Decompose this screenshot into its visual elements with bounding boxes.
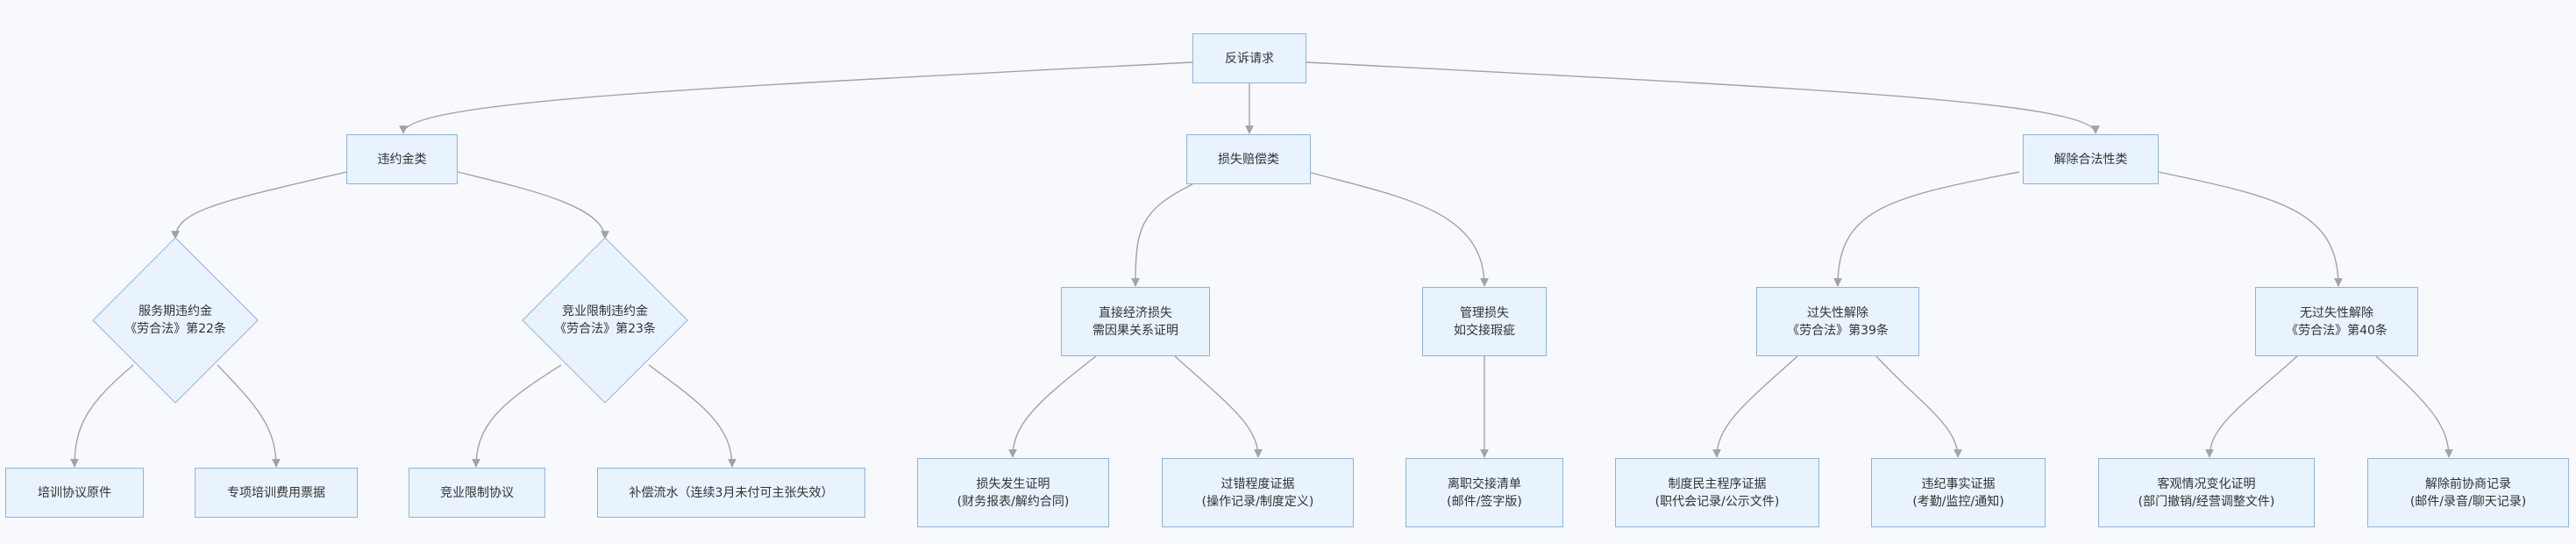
edge-root-penalty <box>399 61 1193 134</box>
node-negotiate: 解除前协商记录 (邮件/录音/聊天记录) <box>2367 458 2569 527</box>
node-discipline-line2: (考勤/监控/通知) <box>1912 494 2004 509</box>
node-negotiate-line2: (邮件/录音/聊天记录) <box>2409 494 2527 509</box>
node-noncompete-line1: 竞业限制违约金 <box>562 304 648 319</box>
node-comp-flow-label: 补偿流水（连续3月未付可主张失效） <box>629 485 834 500</box>
node-demo-line1: 制度民主程序证据 <box>1668 476 1767 491</box>
node-penalty: 违约金类 <box>346 134 458 184</box>
node-train-bill-label: 专项培训费用票据 <box>227 485 325 500</box>
edge-nofault-negotiate <box>2375 355 2453 458</box>
edge-fault-discipline <box>1875 355 1962 458</box>
node-discipline: 违纪事实证据 (考勤/监控/通知) <box>1871 458 2046 527</box>
node-legality-label: 解除合法性类 <box>2053 152 2128 167</box>
node-fault-proof-line2: (操作记录/制度定义) <box>1201 494 1314 509</box>
node-demo: 制度民主程序证据 (职代会记录/公示文件) <box>1615 458 1819 527</box>
node-handover: 离职交接清单 (邮件/签字版) <box>1405 458 1563 527</box>
node-nofault-line1: 无过失性解除 <box>2300 305 2373 320</box>
edge-service-trainbill <box>217 364 281 468</box>
node-fault: 过失性解除 《劳合法》第39条 <box>1756 287 1919 356</box>
node-nofault-line2: 《劳合法》第40条 <box>2286 323 2387 338</box>
node-fault-proof: 过错程度证据 (操作记录/制度定义) <box>1162 458 1354 527</box>
node-objective-line1: 客观情况变化证明 <box>2157 476 2256 491</box>
node-root-label: 反诉请求 <box>1225 51 1274 66</box>
edge-direct-faultproof <box>1174 355 1263 458</box>
edge-noncompete-ncagree <box>472 364 562 468</box>
edge-nofault-objective <box>2205 355 2298 458</box>
node-mgmt-line1: 管理损失 <box>1460 305 1509 320</box>
node-objective-line2: (部门撤销/经营调整文件) <box>2138 494 2275 509</box>
node-handover-line2: (邮件/签字版) <box>1447 494 1522 509</box>
node-mgmt-line2: 如交接瑕疵 <box>1454 323 1515 338</box>
node-fault-line1: 过失性解除 <box>1807 305 1868 320</box>
node-nc-agree: 竞业限制协议 <box>409 468 545 518</box>
node-loss-label: 损失赔偿类 <box>1218 152 1279 167</box>
node-loss-proof-line1: 损失发生证明 <box>976 476 1050 491</box>
edge-loss-direct <box>1131 183 1193 287</box>
node-mgmt: 管理损失 如交接瑕疵 <box>1422 287 1547 356</box>
edge-fault-demo <box>1712 355 1798 458</box>
edge-legality-nofault <box>2158 171 2343 287</box>
node-penalty-label: 违约金类 <box>377 152 427 167</box>
node-nc-agree-label: 竞业限制协议 <box>440 485 514 500</box>
node-nofault: 无过失性解除 《劳合法》第40条 <box>2255 287 2418 356</box>
node-loss: 损失赔偿类 <box>1186 134 1311 184</box>
node-direct-line1: 直接经济损失 <box>1099 305 1172 320</box>
node-negotiate-line1: 解除前协商记录 <box>2425 476 2511 491</box>
node-service-line1: 服务期违约金 <box>139 304 212 319</box>
node-noncompete-label: 竞业限制违约金 《劳合法》第23条 <box>526 303 684 338</box>
node-service-label: 服务期违约金 《劳合法》第22条 <box>96 303 254 338</box>
node-demo-line2: (职代会记录/公示文件) <box>1654 494 1780 509</box>
node-fault-proof-line1: 过错程度证据 <box>1220 476 1295 491</box>
edge-noncompete-compflow <box>648 364 737 468</box>
node-direct: 直接经济损失 需因果关系证明 <box>1061 287 1210 356</box>
node-train-bill: 专项培训费用票据 <box>195 468 358 518</box>
node-legality: 解除合法性类 <box>2023 134 2159 184</box>
node-comp-flow: 补偿流水（连续3月未付可主张失效） <box>597 468 865 518</box>
node-root: 反诉请求 <box>1192 33 1306 83</box>
edge-root-legality <box>1306 61 2100 134</box>
node-objective: 客观情况变化证明 (部门撤销/经营调整文件) <box>2098 458 2315 527</box>
node-noncompete-line2: 《劳合法》第23条 <box>554 322 656 336</box>
edge-penalty-service <box>171 171 347 240</box>
node-loss-proof-line2: (财务报表/解约合同) <box>957 494 1070 509</box>
edge-loss-mgmt <box>1307 171 1489 287</box>
node-direct-line2: 需因果关系证明 <box>1092 323 1178 338</box>
node-train-orig-label: 培训协议原件 <box>38 485 111 500</box>
edge-penalty-noncompete <box>457 171 609 240</box>
node-fault-line2: 《劳合法》第39条 <box>1787 323 1889 338</box>
node-service-line2: 《劳合法》第22条 <box>125 322 226 336</box>
node-discipline-line1: 违纪事实证据 <box>1921 476 1996 491</box>
edge-direct-lossproof <box>1008 355 1097 458</box>
node-loss-proof: 损失发生证明 (财务报表/解约合同) <box>917 458 1109 527</box>
edge-service-trainorig <box>70 364 134 468</box>
node-handover-line1: 离职交接清单 <box>1448 476 1521 491</box>
edge-legality-fault <box>1833 171 2020 287</box>
node-train-orig: 培训协议原件 <box>5 468 144 518</box>
